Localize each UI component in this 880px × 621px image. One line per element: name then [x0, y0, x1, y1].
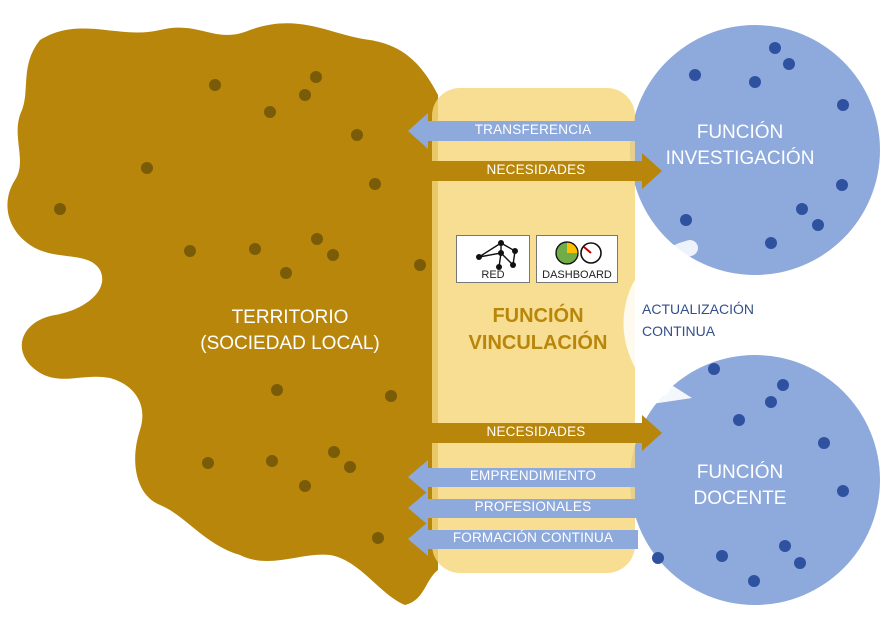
arrow-transferencia — [408, 113, 638, 149]
investigacion-line2: INVESTIGACIÓN — [665, 148, 815, 169]
actualizacion-line1: ACTUALIZACIÓN — [642, 301, 755, 317]
territory-label: TERRITORIO (SOCIEDAD LOCAL) — [190, 305, 390, 357]
territory-line1: TERRITORIO — [231, 307, 349, 328]
actualizacion-label: ACTUALIZACIÓN CONTINUA — [642, 298, 754, 342]
investigacion-line1: FUNCIÓN — [696, 122, 784, 143]
dashboard-icon — [555, 241, 602, 265]
arrow-label-profesionales: PROFESIONALES — [474, 499, 592, 514]
arrow-label-emprendimiento: EMPRENDIMIENTO — [469, 468, 597, 483]
vinculacion-label: FUNCIÓN VINCULACIÓN — [448, 303, 628, 357]
territory-shape — [7, 23, 439, 606]
actualizacion-arrow — [623, 240, 698, 404]
docente-line1: FUNCIÓN — [696, 462, 784, 483]
arrow-label-necesidades-bottom: NECESIDADES — [486, 424, 586, 439]
investigacion-label: FUNCIÓN INVESTIGACIÓN — [655, 120, 825, 172]
red-label: RED — [481, 269, 505, 281]
vinculacion-line2: VINCULACIÓN — [468, 332, 608, 354]
territory-line2: (SOCIEDAD LOCAL) — [200, 333, 380, 354]
arrow-label-transferencia: TRANSFERENCIA — [474, 122, 592, 137]
red-icon-box: RED — [456, 235, 530, 283]
arrow-label-necesidades-top: NECESIDADES — [486, 162, 586, 177]
investigacion-circle — [630, 25, 880, 275]
arrow-profesionales — [408, 491, 638, 525]
arrow-emprendimiento — [408, 460, 638, 494]
circle-dots — [652, 42, 849, 587]
dashboard-icon-box: DASHBOARD — [536, 235, 618, 283]
vinculacion-panel — [432, 88, 635, 573]
arrow-necesidades-top — [430, 153, 662, 189]
actualizacion-line2: CONTINUA — [642, 323, 716, 339]
docente-line2: DOCENTE — [693, 488, 787, 509]
territory-dots — [54, 71, 426, 544]
network-icon — [476, 240, 518, 270]
docente-circle — [630, 355, 880, 605]
docente-label: FUNCIÓN DOCENTE — [655, 460, 825, 512]
vinculacion-line1: FUNCIÓN — [492, 305, 584, 327]
arrow-formacion — [408, 522, 638, 556]
dashboard-label: DASHBOARD — [542, 269, 612, 281]
arrow-necesidades-bottom — [430, 415, 662, 451]
arrow-label-formacion: FORMACIÓN CONTINUA — [452, 530, 614, 545]
